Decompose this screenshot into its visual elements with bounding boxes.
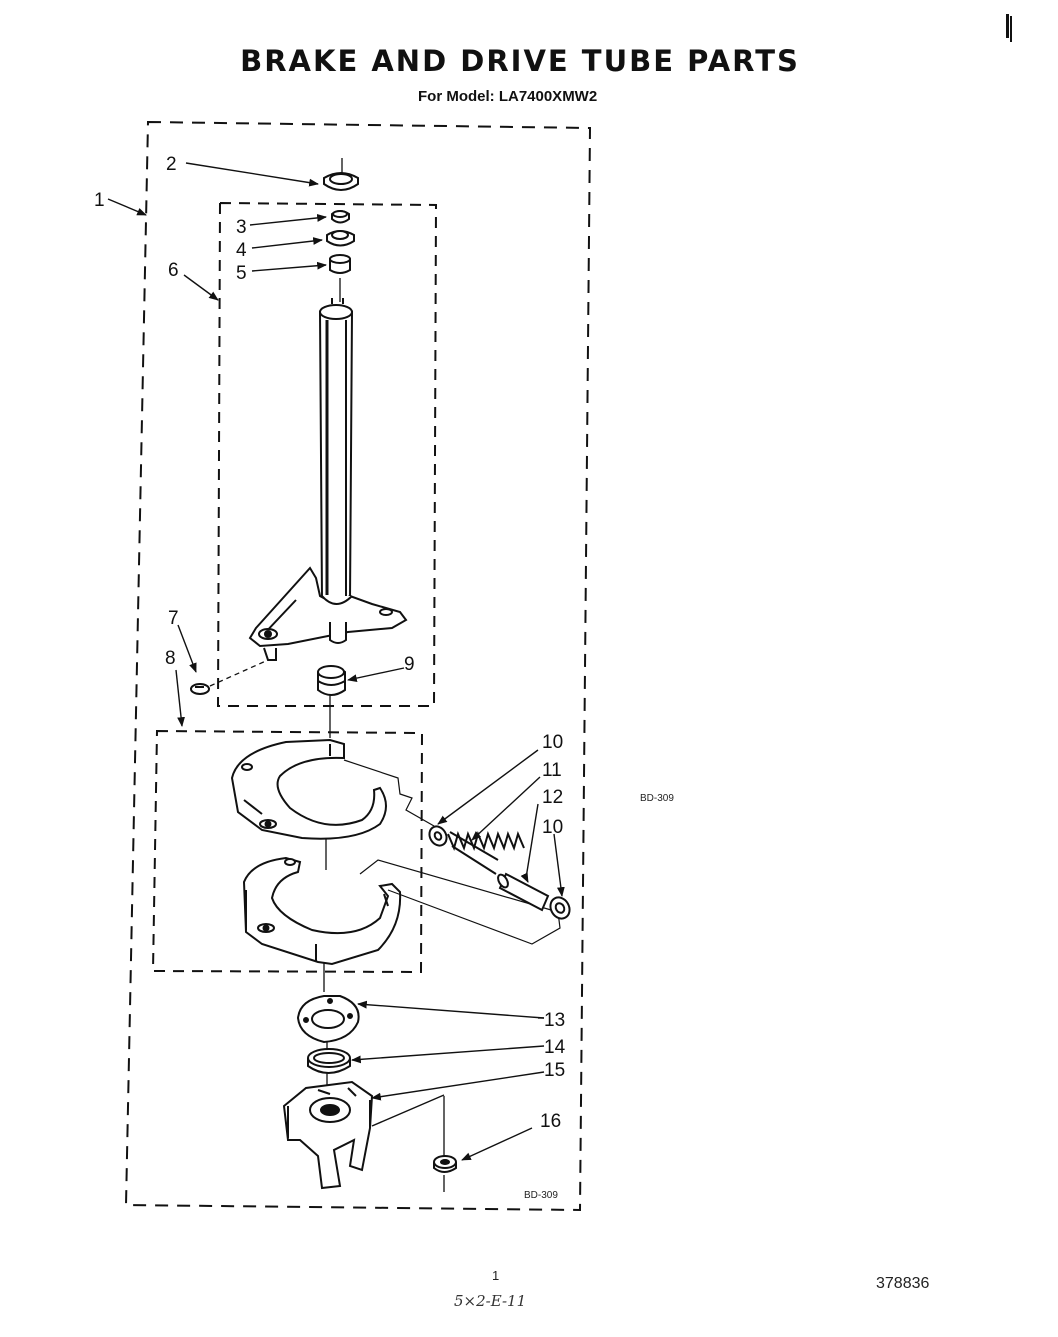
callout-5: 5 — [236, 263, 247, 284]
callout-1: 1 — [94, 190, 105, 211]
part-3-bushing — [331, 210, 350, 224]
callout-13: 13 — [544, 1010, 565, 1031]
part-16-nut — [433, 1155, 457, 1173]
brake-shoe-upper — [230, 738, 387, 840]
callout-12: 12 — [542, 787, 563, 808]
callout-16: 16 — [540, 1111, 561, 1132]
callout-7: 7 — [168, 608, 179, 629]
part-14-ring — [307, 1048, 351, 1074]
callout-4: 4 — [236, 240, 247, 261]
assembly-box-brake — [151, 729, 424, 974]
callout-14: 14 — [544, 1037, 566, 1058]
part-2-cap — [323, 172, 359, 191]
callout-11: 11 — [542, 760, 562, 781]
assembly-box-outer — [124, 120, 592, 1212]
part-5-sleeve — [329, 254, 351, 274]
page-number: 1 — [492, 1268, 500, 1283]
callout-10-b: 10 — [542, 817, 563, 838]
corner-mark — [1006, 14, 1012, 42]
callout-6: 6 — [168, 260, 179, 281]
part-6-drive-tube — [248, 298, 408, 661]
diagram-code-inner: BD-309 — [524, 1190, 558, 1201]
brake-shoe-lower — [242, 856, 402, 966]
callout-15: 15 — [544, 1060, 565, 1081]
callout-10: 10 — [542, 732, 563, 753]
part-12-pin — [497, 872, 550, 912]
callout-2: 2 — [166, 154, 177, 175]
part-10-washer — [428, 825, 448, 847]
part-7-screw — [190, 683, 210, 695]
diagram-code-side: BD-309 — [640, 793, 674, 804]
part-10-washer-b — [549, 896, 571, 920]
part-15-bracket — [282, 1080, 374, 1190]
callout-8: 8 — [165, 648, 176, 669]
page-title: BRAKE AND DRIVE TUBE PARTS — [240, 44, 800, 78]
part-9-bushing — [317, 665, 346, 696]
part-11-spring — [447, 831, 525, 875]
document-number: 378836 — [876, 1275, 930, 1292]
callout-9: 9 — [404, 654, 415, 675]
model-subtitle: For Model: LA7400XMW2 — [418, 88, 598, 105]
callout-3: 3 — [236, 217, 247, 238]
part-13-flange — [296, 995, 360, 1044]
part-4-bearing — [326, 230, 355, 247]
handwritten-note: 5×2-E-11 — [454, 1292, 527, 1310]
